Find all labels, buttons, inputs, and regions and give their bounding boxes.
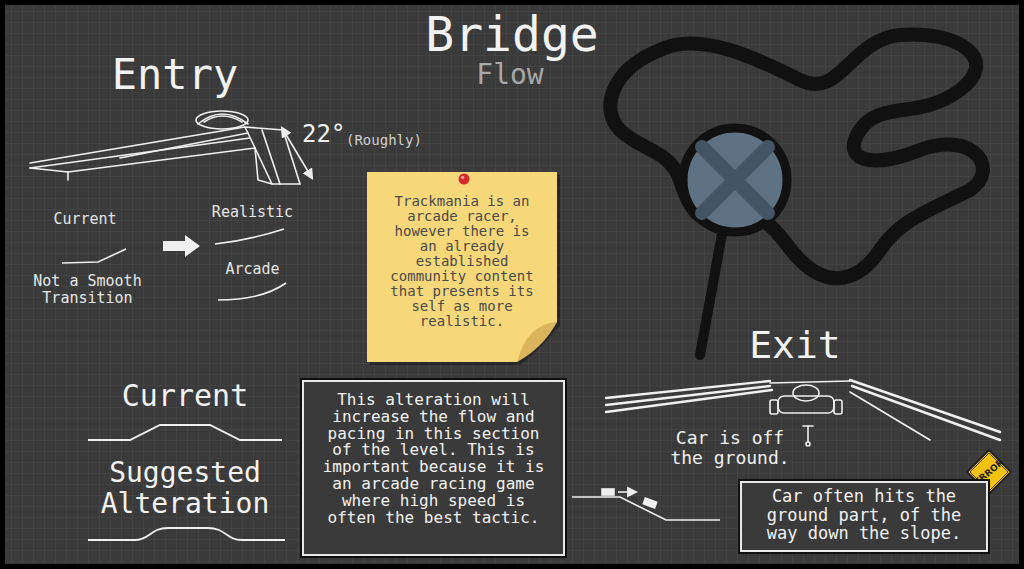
lens-cross (702, 147, 768, 213)
road-line (852, 386, 1000, 440)
diagram-title: Bridge (362, 8, 662, 61)
car-roof (198, 114, 248, 124)
road-line (850, 392, 930, 440)
curve-note: Not a Smooth Transition (15, 273, 160, 306)
car-icon (602, 489, 614, 495)
transition-arrow (163, 235, 200, 257)
section-heading: Entry (90, 52, 260, 98)
note-pin (459, 174, 470, 185)
road-line (120, 133, 248, 158)
profile-heading: Suggested Alteration (95, 458, 275, 520)
entry-ramp-sketch (30, 111, 300, 184)
ground-gap-marker (806, 442, 810, 446)
arcade-slope-line (218, 283, 286, 300)
magnifier-lens (683, 128, 787, 232)
current-slope-line (62, 249, 126, 263)
exit-note: Car is off the ground. (655, 428, 805, 468)
ground-gap-marker (803, 426, 813, 442)
explanation-box: This alteration will increase the flow a… (302, 380, 565, 556)
car-icon (643, 498, 656, 508)
sticky-note: Trackmania is an arcade racer, however t… (367, 172, 557, 362)
curve-label: Arcade (210, 261, 295, 278)
angle-value: 22° (302, 121, 350, 147)
car-cockpit (793, 385, 819, 401)
suggested-profile-line (88, 528, 285, 540)
board-frame (3, 3, 1022, 567)
realistic-slope-line (215, 229, 284, 244)
car-roof (196, 111, 248, 129)
subtitle-text: Flow (440, 60, 580, 91)
road-line (68, 148, 255, 172)
curve-label: Current (40, 211, 130, 228)
road-line (606, 390, 772, 412)
car-wheel (834, 400, 842, 414)
ramp-side (245, 127, 300, 184)
box-text: Car often hits the ground part, of the w… (750, 487, 978, 543)
note-text: Trackmania is an arcade racer, however t… (383, 194, 541, 329)
curve-label: Realistic (205, 204, 300, 221)
road-line (30, 127, 245, 163)
exit-road-sketch (606, 380, 1000, 446)
car-wheel (770, 400, 778, 414)
motion-arrow (618, 491, 636, 493)
problem-box: Car often hits the ground part, of the w… (740, 481, 988, 552)
slope-hit-sketch (572, 489, 720, 520)
pin-shine (461, 176, 465, 180)
magnifier-handle (700, 234, 722, 355)
road-crest (770, 381, 850, 383)
current-profile-line (88, 425, 282, 440)
section-heading: Exit (730, 325, 860, 367)
ramp-line (262, 130, 280, 184)
box-text: This alteration will increase the flow a… (318, 392, 549, 526)
road-edge (30, 168, 68, 172)
profile-heading: Current (95, 379, 275, 412)
road-edge (67, 172, 69, 180)
slope-line (572, 497, 720, 520)
car-body (778, 396, 834, 413)
angle-note: (Roughly) (346, 133, 456, 148)
note-curl (517, 322, 557, 362)
ramp-line (255, 148, 272, 184)
note-sheet (367, 172, 557, 362)
car-roof (204, 116, 242, 122)
track-scribble (610, 34, 982, 278)
